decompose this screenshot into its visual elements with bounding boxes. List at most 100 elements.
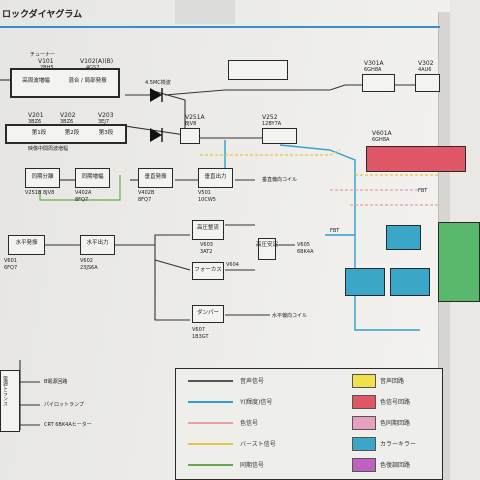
tube-v252-name: V252 xyxy=(262,114,278,121)
tube-v301a-box xyxy=(362,74,395,92)
tube-v252-box xyxy=(262,128,297,144)
if-amp-label: 映像中間周波増幅 xyxy=(28,146,69,152)
tube-v203-box: 第3段 xyxy=(98,130,114,136)
tube-v603-type: 3AT2 xyxy=(200,249,213,255)
legend-swatch-item: カラーキラー xyxy=(352,437,442,451)
tube-v601-text: 水平発振 xyxy=(15,240,38,246)
legend-line-label: 音声信号 xyxy=(240,378,265,385)
legend-swatch-label: 音声回路 xyxy=(380,378,405,385)
legend-line-sample xyxy=(188,464,233,466)
color-amp-block-b xyxy=(390,268,430,296)
page-title: ロックダイヤグラム xyxy=(2,10,83,20)
legend-line-label: バースト信号 xyxy=(240,441,276,448)
color-amp-block-a xyxy=(345,268,385,296)
tube-v102-type: 4GS7 xyxy=(86,65,100,71)
legend-swatch xyxy=(352,437,376,451)
tube-v603-text: 高圧整流 xyxy=(196,225,219,231)
tube-v501-box xyxy=(198,168,233,188)
legend-swatch xyxy=(352,416,376,430)
color-killer-block xyxy=(366,146,466,172)
tube-v202-type: 3BZ6 xyxy=(60,119,74,125)
legend-swatch-label: 色同期回路 xyxy=(380,420,411,427)
tube-v602-text: 水平出力 xyxy=(86,240,109,246)
tube-v252-type: 12BY7A xyxy=(262,121,282,127)
tube-v402b-box xyxy=(138,168,173,188)
fbt-label-2: FBT xyxy=(330,228,340,234)
color-demod-block xyxy=(386,225,421,250)
crt-heater-label: CRT 6BK4Aヒーター xyxy=(44,422,92,428)
tube-v603-name: V603 xyxy=(200,242,213,248)
legend-line-label: Y(輝度)信号 xyxy=(240,399,273,406)
legend-swatch-item: 音声回路 xyxy=(352,374,442,388)
fm-detector-label: 4.5MC検波 xyxy=(145,80,171,86)
legend-line-label: 色信号 xyxy=(240,420,259,427)
legend-swatch-label: 色復調回路 xyxy=(380,462,411,469)
tube-v302-box xyxy=(415,74,440,92)
tube-v102-box: 混合 / 局部発振 xyxy=(68,78,107,84)
power-transformer-box xyxy=(0,370,20,432)
legend-line-sample xyxy=(188,422,233,424)
tube-v606-text: ダンパー xyxy=(196,310,219,316)
tube-v251a-name: V251A xyxy=(185,114,205,121)
legend-swatch xyxy=(352,374,376,388)
tube-v607-name: V607 xyxy=(192,327,205,333)
tube-v402b-type: 8FQ7 xyxy=(138,197,152,203)
legend-swatch-label: 色信号回路 xyxy=(380,399,411,406)
tube-v501-type: 10CW5 xyxy=(198,197,216,203)
tube-v606-box xyxy=(192,305,224,323)
tube-v101-box: 高周波増幅 xyxy=(22,78,50,84)
tube-v251a-type: 8JV8 xyxy=(185,121,197,127)
legend-line-item: バースト信号 xyxy=(188,439,328,449)
title-rule xyxy=(0,26,440,28)
tube-v201-name: V201 xyxy=(28,112,44,119)
tube-v604-text: フォーカス xyxy=(194,267,222,273)
power-transformer-label: 電源トランス xyxy=(2,376,8,406)
legend-box xyxy=(175,368,443,480)
tube-v201-type: 3BZ6 xyxy=(28,119,42,125)
tube-v602-type: 23JS6A xyxy=(80,265,98,271)
tube-v202-name: V202 xyxy=(60,112,76,119)
tube-v602-box xyxy=(80,235,115,255)
legend-swatch-label: カラーキラー xyxy=(380,441,417,448)
tube-v203-name: V203 xyxy=(98,112,114,119)
tube-v302-type: 4AU6 xyxy=(418,67,432,73)
tube-v402a-box xyxy=(75,168,110,188)
tube-v251b-text: 同期分離 xyxy=(31,174,54,180)
legend-swatch xyxy=(352,458,376,472)
tube-v251b-name: V251B xyxy=(25,190,42,196)
tube-v601a-name: V601A xyxy=(372,130,392,137)
tube-v402a-name: V402A xyxy=(75,190,92,196)
legend-line-item: 音声信号 xyxy=(188,376,328,386)
tube-v605-name: V605 xyxy=(297,242,310,248)
tuner-block xyxy=(10,68,120,98)
tuner-label: チューナー xyxy=(30,52,56,58)
tube-v604-name: V604 xyxy=(226,262,239,268)
if-amp-block xyxy=(5,124,127,144)
tube-v402b-text: 垂直発振 xyxy=(144,174,167,180)
tube-v202-box: 第2段 xyxy=(64,130,80,136)
legend-swatch-item: 色復調回路 xyxy=(352,458,442,472)
legend-line-sample xyxy=(188,380,233,382)
tube-v402b-name: V402B xyxy=(138,190,155,196)
fbt-label: FBT xyxy=(418,188,428,194)
tube-v251b-box xyxy=(25,168,60,188)
tube-v602-name: V602 xyxy=(80,258,93,264)
legend-swatch xyxy=(352,395,376,409)
legend-line-sample xyxy=(188,401,233,403)
tube-v251b-type: 8JV8 xyxy=(43,190,55,196)
tube-v402a-type: 8FQ7 xyxy=(75,197,89,203)
pilot-lamp-label: パイロットランプ xyxy=(44,402,84,408)
tube-v101-name: V101 xyxy=(38,58,54,65)
tube-v102-name: V102(A)(B) xyxy=(80,58,114,65)
tube-v402a-text: 同期増幅 xyxy=(81,174,104,180)
tube-v201-box: 第1段 xyxy=(31,130,47,136)
page-tab xyxy=(175,0,235,24)
tube-v251b-label: V251B 8JV8 xyxy=(25,190,54,196)
b-supply-label: B電源回路 xyxy=(44,379,68,385)
color-sync-block xyxy=(438,222,480,302)
tube-v301a-name: V301A xyxy=(364,60,384,67)
tube-v605-box xyxy=(258,238,276,260)
legend-line-item: Y(輝度)信号 xyxy=(188,397,328,407)
tube-v501-name: V501 xyxy=(198,190,211,196)
